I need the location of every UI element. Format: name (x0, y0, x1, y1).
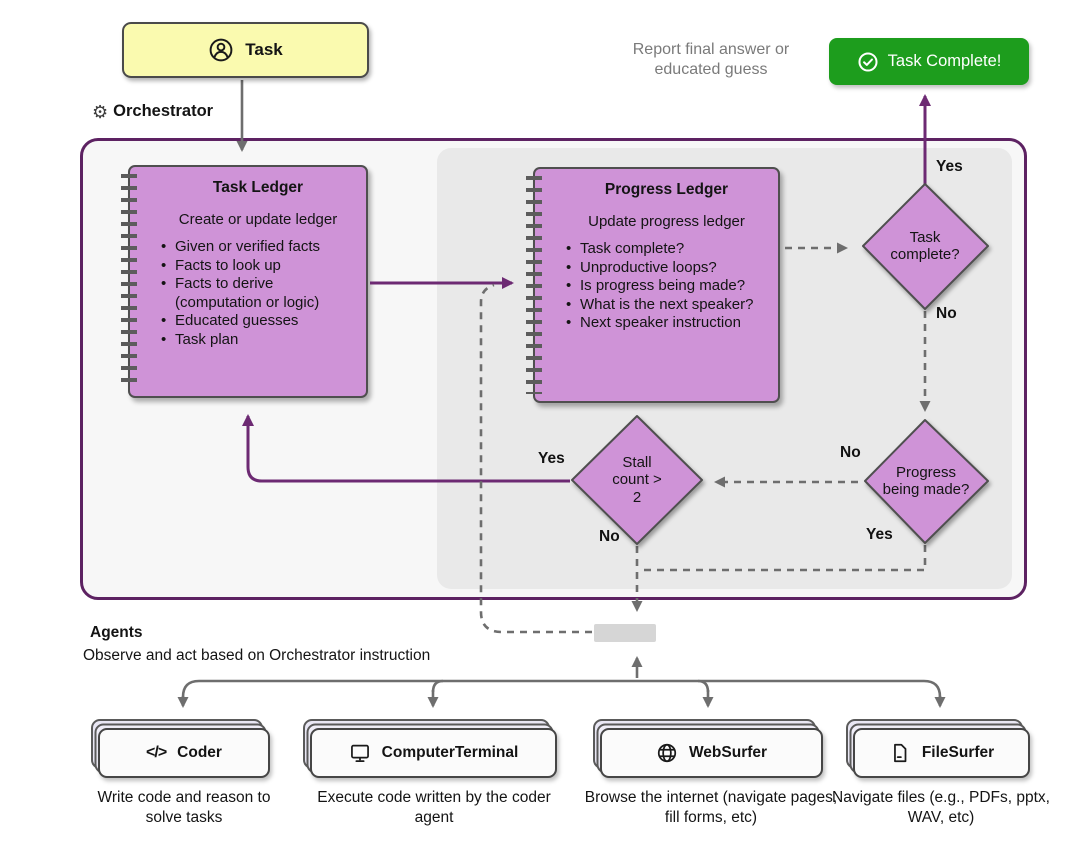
agent-card-filesurfer: FileSurfer (846, 719, 1030, 778)
agent-name: WebSurfer (688, 744, 768, 761)
task-box: Task (122, 22, 369, 78)
agent-card-front: </> Coder (98, 728, 270, 778)
orchestrator-label: ⚙ Orchestrator (92, 102, 213, 121)
agent-card-coder: </> Coder (91, 719, 270, 778)
task-ledger-title: Task Ledger (212, 179, 304, 196)
computer-icon (350, 744, 369, 762)
agent-name: Coder (177, 744, 222, 761)
stall-question: Stall count > 2 (612, 454, 662, 506)
gear-icon: ⚙ (92, 101, 109, 122)
progress-yes-label: Yes (866, 526, 893, 543)
task-complete-label: Task Complete! (887, 52, 1002, 70)
agent-caption-filesurfer: Navigate files (e.g., PDFs, pptx, WAV, e… (832, 789, 1050, 827)
stall-no-label: No (599, 528, 620, 545)
agent-name: ComputerTerminal (381, 744, 519, 761)
globe-icon (657, 743, 677, 763)
list-item: Given or verified facts (158, 238, 358, 257)
progress-ledger-title: Progress Ledger (604, 181, 729, 198)
progress-question: Progress being made? (882, 463, 970, 498)
agents-bracket (181, 679, 942, 700)
task-complete-question: Task complete? (890, 228, 960, 263)
list-item: Educated guesses (158, 312, 358, 331)
agent-caption-computerterminal: Execute code written by the coder agent (317, 789, 551, 827)
task-ledger: Task Ledger Create or update ledger Give… (121, 165, 368, 398)
agent-name: FileSurfer (921, 744, 995, 761)
file-icon (893, 743, 907, 763)
agents-title: Agents (90, 624, 143, 641)
list-item: Task complete? (563, 240, 770, 259)
bracket-drop-corner (431, 679, 444, 693)
task-label: Task (245, 40, 283, 59)
list-item: Is progress being made? (563, 277, 770, 296)
list-item: Task plan (158, 331, 358, 350)
check-circle-icon (858, 51, 878, 72)
orchestrator-label-text: Orchestrator (113, 102, 214, 120)
agent-card-front: WebSurfer (600, 728, 823, 778)
progress-ledger-subtitle: Update progress ledger (588, 213, 745, 230)
list-item: What is the next speaker? (563, 296, 770, 315)
task-ledger-subtitle: Create or update ledger (178, 211, 338, 228)
list-item: Facts to look up (158, 257, 358, 276)
bracket-drop-corner (697, 679, 710, 693)
agent-card-front: ComputerTerminal (310, 728, 557, 778)
stall-yes-label: Yes (538, 450, 565, 467)
progress-no-label: No (840, 444, 861, 461)
agent-caption-websurfer: Browse the internet (navigate pages, fil… (584, 789, 838, 827)
list-item: Facts to derive (computation or logic) (158, 275, 358, 312)
agents-subtitle: Observe and act based on Orchestrator in… (83, 647, 431, 664)
person-icon (209, 38, 233, 62)
list-item: Next speaker instruction (563, 314, 770, 333)
task-ledger-bullets: Given or verified facts Facts to look up… (158, 238, 358, 350)
agent-caption-coder: Write code and reason to solve tasks (97, 789, 271, 827)
instruction-relay-bar (594, 624, 656, 642)
report-note: Report final answer or educated guess (632, 41, 790, 79)
list-item: Unproductive loops? (563, 259, 770, 278)
agent-card-websurfer: WebSurfer (593, 719, 823, 778)
agent-card-computerterminal: ComputerTerminal (303, 719, 557, 778)
task-complete-yes-label: Yes (936, 158, 963, 175)
task-complete-no-label: No (936, 305, 957, 322)
progress-ledger: Progress Ledger Update progress ledger T… (526, 167, 780, 403)
agent-card-front: FileSurfer (853, 728, 1030, 778)
task-complete-button: Task Complete! (829, 38, 1029, 85)
progress-ledger-bullets: Task complete? Unproductive loops? Is pr… (563, 240, 770, 333)
code-icon: </> (146, 744, 167, 761)
